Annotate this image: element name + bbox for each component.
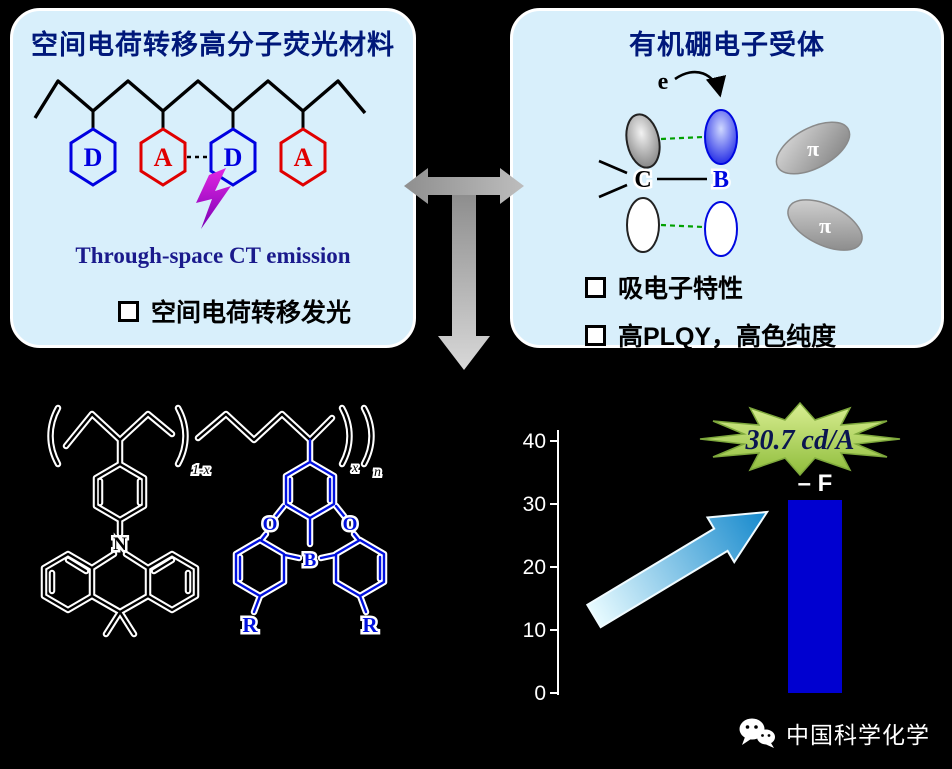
copolymer-structure: N O O B R R 1-x x n (22, 386, 458, 640)
y-tick-label-20: 20 (523, 556, 546, 579)
subscript-1-x: 1-x (192, 463, 211, 478)
panel-boron-acceptor: 有机硼电子受体 e (510, 8, 944, 351)
right-panel-bullets: 吸电子特性 高PLQY，高色纯度 (585, 269, 836, 353)
journal-name: 中国科学化学 (786, 722, 930, 748)
ct-emission-label: Through-space CT emission (75, 243, 351, 268)
polymer-chain-diagram: D A D A (33, 79, 367, 229)
efficiency-annotation: 30.7 cd/A (745, 425, 855, 456)
boron-empty-orbital-lobe (704, 201, 738, 257)
carbon-atom-label: C (634, 167, 651, 193)
panel-left-title: 空间电荷转移高分子荧光材料 (31, 30, 395, 60)
starburst-icon (699, 401, 901, 477)
electron-transfer-arrow (674, 70, 727, 98)
lightning-bolt-icon (196, 168, 231, 229)
panel-tsct-polymer: 空间电荷转移高分子荧光材料 D A D A Through-space CT e… (10, 8, 416, 348)
acceptor-hexagon-2 (279, 127, 327, 187)
boron-atom-label: B (713, 167, 729, 193)
checkbox-icon (585, 276, 606, 298)
y-tick-label-30: 30 (523, 493, 546, 516)
pi-label-top: π (807, 136, 819, 161)
pi-lobe-top (775, 121, 851, 175)
carbon-filled-orbital-lobe (625, 113, 661, 169)
subscript-n: n (374, 465, 381, 480)
c-substituent-bond-2 (598, 183, 628, 199)
boron-atom-label-structure: B (304, 550, 317, 571)
y-tick-label-0: 0 (534, 682, 546, 705)
polymer-backbone (33, 79, 367, 119)
r-group-label-left: R (242, 613, 258, 637)
bullet-tsct-label: 空间电荷转移发光 (151, 299, 352, 327)
orbital-overlap-dashed-top (660, 135, 704, 141)
efficiency-bar-chart: 40 30 20 10 0 – F 30.7 cd/A (523, 401, 901, 705)
pi-label-bottom: π (819, 213, 831, 238)
y-tick-label-40: 40 (523, 430, 546, 453)
journal-footer: 中国科学化学 (738, 716, 930, 750)
acceptor-label-1: A (154, 143, 173, 172)
swoosh-arrow-icon (585, 510, 770, 629)
orbital-overlap-dashed-bottom (660, 223, 704, 229)
donor-hexagon-2 (209, 127, 257, 187)
double-headed-arrow-icon (404, 168, 524, 204)
bullet-tsct: 空间电荷转移发光 (118, 293, 351, 329)
connector-arrows (404, 168, 524, 370)
donor-label-1: D (84, 143, 103, 172)
bullet-electron-withdrawing: 吸电子特性 (585, 269, 836, 305)
donor-hexagon-1 (69, 127, 117, 187)
orbital-diagram: e C B π π (598, 69, 863, 257)
pi-lobe-bottom (787, 199, 863, 251)
panel-right-title: 有机硼电子受体 (629, 30, 825, 60)
c-substituent-bond-1 (598, 159, 628, 175)
electron-label: e (658, 69, 669, 95)
down-arrow-icon (438, 186, 490, 370)
acceptor-hexagon-1 (139, 127, 187, 187)
carbon-empty-orbital-lobe (626, 197, 660, 253)
r-group-label-right: R (362, 613, 378, 637)
bar-label: – F (798, 470, 833, 497)
nitrogen-atom-label: N (113, 534, 127, 555)
bullet-electron-withdrawing-label: 吸电子特性 (618, 275, 744, 303)
subscript-x: x (351, 461, 359, 476)
checkbox-icon (118, 300, 139, 322)
bar-fluorine-polymer (788, 500, 842, 693)
black-structure-halo (44, 408, 372, 634)
oxygen-atom-label-left: O (263, 514, 278, 535)
donor-label-2: D (224, 143, 243, 172)
acceptor-label-2: A (294, 143, 313, 172)
checkbox-icon (585, 324, 606, 346)
boron-filled-orbital-lobe (704, 109, 738, 165)
oxygen-atom-label-right: O (343, 514, 358, 535)
bullet-plqy-label: 高PLQY，高色纯度 (618, 323, 837, 351)
y-tick-label-10: 10 (523, 619, 546, 642)
bullet-plqy: 高PLQY，高色纯度 (585, 317, 836, 353)
pendant-bonds (91, 111, 305, 129)
wechat-icon (739, 718, 775, 748)
